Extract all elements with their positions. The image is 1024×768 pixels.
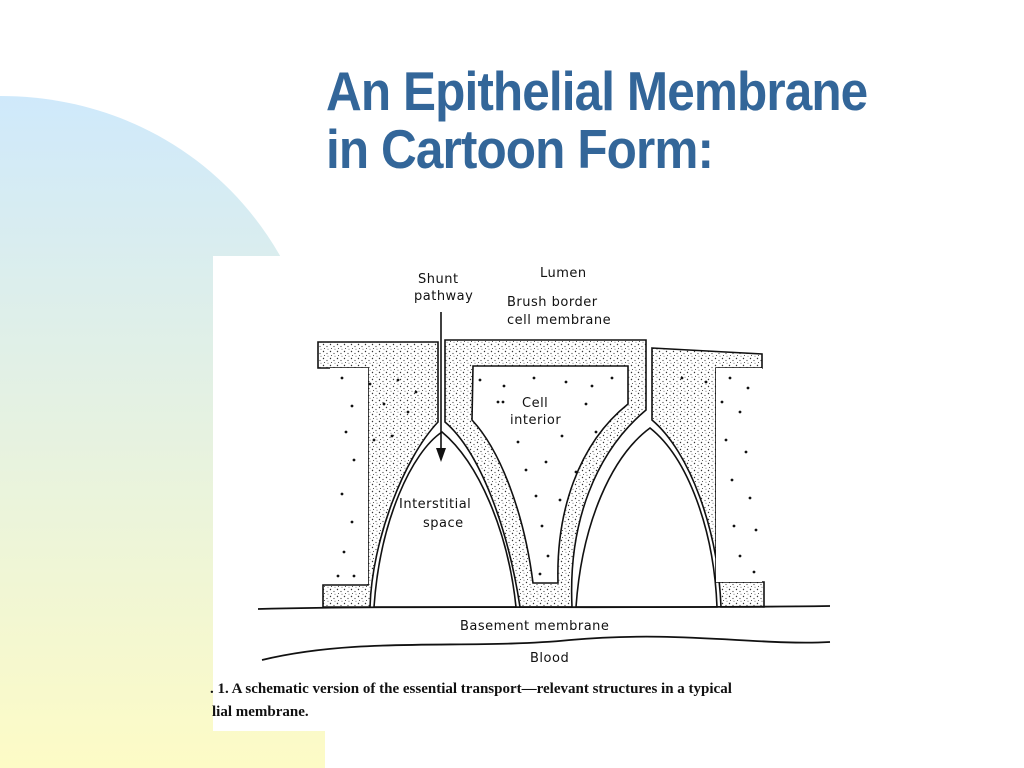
label-brush-line2: cell membrane [507, 313, 611, 328]
cell-interior-left [330, 368, 368, 584]
interstitial-space-left [373, 431, 517, 608]
figure-caption-line1: . 1. A schematic version of the essentia… [210, 681, 732, 697]
blood-boundary-line [261, 635, 831, 661]
interstitial-space-right [575, 426, 718, 608]
figure-caption-line2: lial membrane. [212, 704, 309, 720]
cell-interior-region [471, 365, 629, 584]
basement-membrane-line [257, 605, 831, 610]
label-interstitial-line2: space [423, 516, 464, 531]
label-shunt-line2: pathway [414, 289, 473, 304]
label-lumen: Lumen [540, 266, 587, 281]
solute-dots [336, 376, 758, 578]
label-blood: Blood [530, 651, 569, 666]
label-interstitial-line1: Interstitial [399, 497, 471, 512]
label-cell-line1: Cell [522, 396, 548, 411]
title-line-1: An Epithelial Membrane [326, 60, 868, 122]
label-basement-membrane: Basement membrane [460, 619, 609, 634]
label-shunt-line1: Shunt [418, 272, 459, 287]
shunt-pathway-arrowhead [436, 448, 446, 462]
title-line-2: in Cartoon Form: [326, 118, 714, 180]
label-cell-line2: interior [510, 413, 561, 428]
label-brush-line1: Brush border [507, 295, 598, 310]
cell-interior-right [716, 368, 762, 582]
slide-title: An Epithelial Membrane in Cartoon Form: [326, 62, 947, 178]
